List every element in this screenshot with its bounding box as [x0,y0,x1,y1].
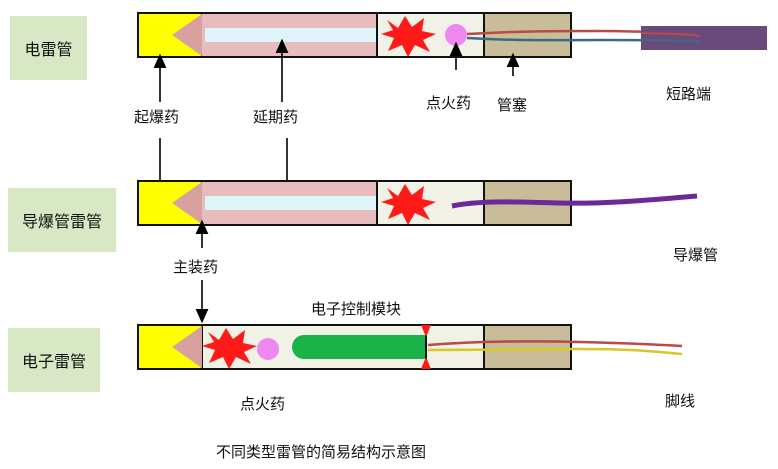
label-plug: 管塞 [497,96,528,114]
label-ignition-charge-top: 点火药 [426,94,472,112]
electronic-module [292,335,426,359]
flash-icon [202,328,257,369]
shock-tube-line [451,193,698,209]
tag-shock-tube-label: 导爆管雷管 [21,212,102,231]
plug [483,324,572,370]
label-electronic-module: 电子控制模块 [311,300,402,318]
electric-detonator [137,12,767,58]
main-charge-cone [172,326,202,368]
flash-icon [381,16,436,57]
label-ignition-charge-bottom: 点火药 [240,395,286,413]
ignition-bead [445,24,467,46]
label-shock-tube: 导爆管 [673,246,719,264]
plug [483,12,572,58]
tag-electronic-label: 电子雷管 [21,352,86,371]
wire-yellow [427,347,683,356]
main-charge-cone [172,182,202,224]
module-arrow-down [421,325,431,337]
label-delay-charge: 延期药 [253,108,299,126]
tag-electronic-detonator: 电子雷管 [8,328,100,392]
label-initiating-charge: 起爆药 [134,108,180,126]
electronic-detonator [137,324,683,370]
tag-shock-tube-detonator: 导爆管雷管 [8,188,116,252]
label-leg-wire: 脚线 [665,392,696,410]
initiating-charge-fill [137,180,203,226]
caption: 不同类型雷管的简易结构示意图 [216,443,427,461]
main-charge-cone [172,14,202,56]
short-circuit-end [641,26,767,50]
wire-red [427,340,683,348]
label-main-charge: 主装药 [173,258,219,276]
ignition-bead [257,338,279,360]
delay-core [205,196,379,210]
delay-core [205,28,379,42]
label-short-circuit-end: 短路端 [666,85,712,103]
tag-electric-detonator: 电雷管 [10,16,87,80]
tag-electric-label: 电雷管 [24,40,73,59]
shock-tube-detonator [137,180,698,226]
flash-icon [381,184,436,225]
module-arrow-up [421,357,431,369]
